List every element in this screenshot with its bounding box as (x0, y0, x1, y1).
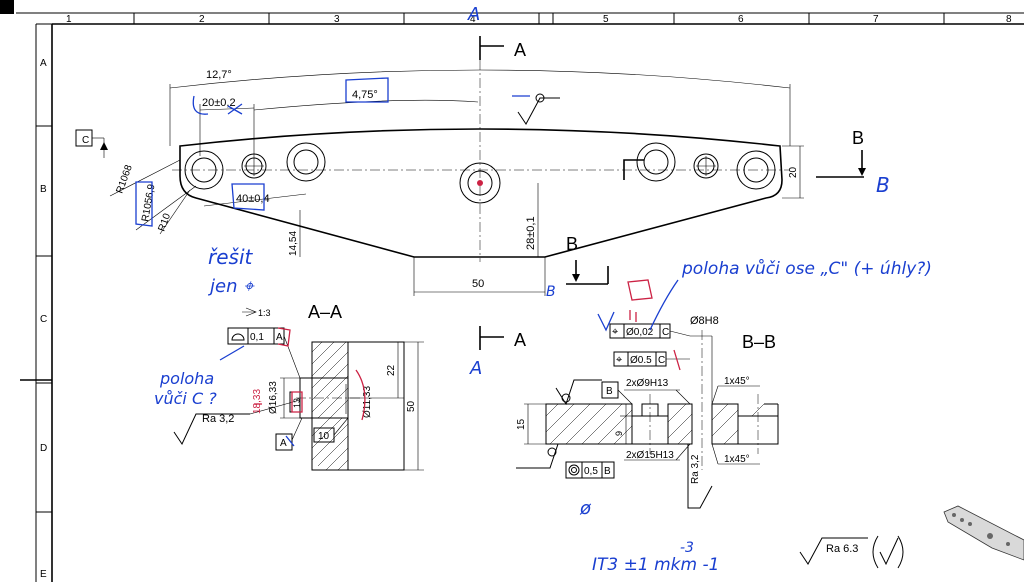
bb-datum-b: B (606, 386, 613, 397)
bb-tol2-symbol: ⌖ (616, 354, 622, 366)
aa-tol-datum: A (276, 332, 283, 343)
section-aa-title: A–A (308, 302, 342, 322)
row-labels: A B C D E (40, 58, 47, 580)
column-labels: 1 2 3 4 5 6 7 8 (66, 14, 1012, 25)
dim-28: 28±0,1 (525, 216, 537, 250)
row-label: A (40, 58, 47, 69)
isometric-thumbnail (943, 505, 1024, 561)
dim-40: 40±0,4 (236, 193, 270, 205)
top-view-plate (75, 60, 804, 296)
column-label: 5 (603, 14, 609, 25)
bb-chamfer1: 1x45° (724, 376, 750, 387)
bb-tol2-value: Ø0.5 (630, 355, 652, 366)
bb-holes2: 2xØ15H13 (626, 450, 674, 461)
bb-tol1-symbol: ⌖ (612, 326, 618, 338)
corner-marker (0, 0, 14, 14)
general-roughness: Ra 6.3 (799, 535, 904, 569)
dim-1454: 14,54 (288, 231, 299, 256)
column-label: 8 (1006, 14, 1012, 25)
cut-label-b-right: B (852, 128, 864, 148)
drawing-frame (16, 12, 1024, 582)
aa-dim-50: 50 (406, 400, 417, 412)
cut-label-a-bottom: A (514, 330, 526, 350)
section-aa-labels: 0,1 A Ø16,33 18,33 Ø11,33 22 50 13 10 A … (202, 332, 417, 449)
note-poloha-1: poloha (159, 369, 214, 388)
aa-dim-10: 10 (318, 431, 330, 442)
aa-struck: 18,33 (252, 389, 263, 414)
cut-label-a-top: A (514, 40, 526, 60)
note-poloha-2: vůči C ? (154, 389, 217, 408)
bb-chamfer2: 1x45° (724, 454, 750, 465)
row-label: B (40, 184, 47, 195)
row-label: D (40, 443, 47, 454)
note-superscript: -3 (680, 540, 694, 556)
aa-d1633: Ø16,33 (268, 381, 279, 414)
note-tolerance-bottom: IT3 ±1 mkm -1 (592, 555, 719, 575)
note-poloha-ose: poloha vůči ose „C" (+ úhly?) (681, 258, 932, 279)
note-jen: jen ⌖ (207, 276, 255, 297)
aa-dim-13: 13 (292, 398, 302, 408)
bb-tol2-datum: C (658, 355, 665, 366)
bb-tol3-value: 0,5 (584, 466, 598, 477)
red-markups (254, 279, 681, 421)
note-blue-b-left: B (546, 284, 556, 300)
dim-20: 20±0,2 (202, 97, 236, 109)
blue-markups: řešit jen ⌖ poloha vůči C ? poloha vůči … (135, 4, 932, 575)
note-blue-a-bottom: A (469, 358, 482, 379)
note-blue-phi: ø (579, 498, 592, 519)
column-label: 7 (873, 14, 879, 25)
bb-ra: Ra 3,2 (690, 454, 701, 484)
section-bb-title: B–B (742, 332, 776, 352)
aa-ra: Ra 3,2 (202, 413, 234, 425)
aa-datum-a: A (280, 438, 287, 449)
column-label: 4 (470, 14, 476, 25)
note-blue-a-top: A (467, 4, 480, 25)
bb-dim-15: 15 (516, 418, 527, 430)
section-bb: B–B (516, 323, 779, 509)
section-aa: A–A 1:3 (173, 302, 424, 471)
bb-tol3-datum: B (604, 466, 611, 477)
general-roughness-value: Ra 6.3 (826, 543, 858, 555)
aa-tol-value: 0,1 (250, 332, 264, 343)
dim-50: 50 (472, 278, 484, 290)
note-blue-b-right: B (876, 173, 890, 197)
column-label: 1 (66, 14, 72, 25)
aa-d1133: Ø11,33 (362, 386, 373, 418)
dim-r10: R10 (156, 212, 173, 233)
bb-dim-9: 9 (614, 431, 624, 436)
row-label: E (40, 569, 47, 580)
note-resit: řešit (208, 245, 254, 269)
column-label: 6 (738, 14, 744, 25)
bb-holes1: 2xØ9H13 (626, 378, 669, 389)
cut-label-b-left: B (566, 234, 578, 254)
row-label: C (40, 314, 47, 325)
bb-d8h8: Ø8H8 (690, 315, 719, 327)
datum-c: C (82, 135, 89, 146)
dim-r10569: R1056,9 (140, 183, 157, 223)
aa-dim-22: 22 (386, 364, 397, 376)
column-label: 2 (199, 14, 205, 25)
dim-arc-angle: 12,7° (206, 69, 232, 81)
dim-r1068: R1068 (114, 163, 135, 195)
bb-tol1-value: Ø0,02 (626, 327, 654, 338)
dim-angle-475: 4,75° (352, 89, 378, 101)
cut-markers: A A B B (479, 36, 866, 350)
bb-tol1-datum: C (662, 327, 669, 338)
column-label: 3 (334, 14, 340, 25)
dim-20-side: 20 (788, 166, 799, 178)
section-aa-ratio: 1:3 (258, 308, 271, 318)
section-bb-labels: ⌖ Ø0,02 C Ø8H8 ⌖ Ø0.5 C B 2xØ9H13 1x45° … (516, 315, 750, 484)
